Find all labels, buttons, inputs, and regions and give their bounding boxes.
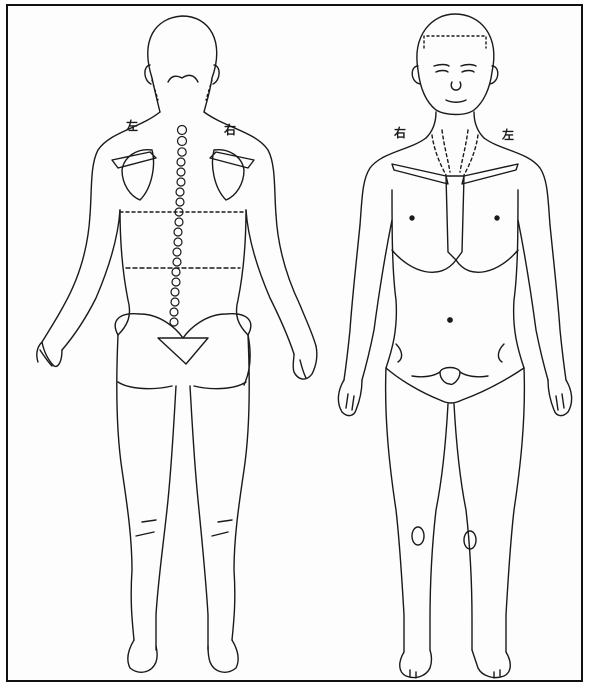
back-right-foot xyxy=(208,640,238,672)
front-sternum xyxy=(446,176,464,260)
front-neck-dashed-inner xyxy=(442,130,468,172)
spine-point xyxy=(178,137,187,146)
spine-point xyxy=(171,288,179,296)
spine-point xyxy=(178,126,187,135)
back-right-hand xyxy=(293,346,317,379)
spine-point xyxy=(174,228,182,236)
front-right-side-label: 左 xyxy=(502,126,514,143)
front-right-eye xyxy=(462,71,474,73)
front-left-leg-outer xyxy=(386,368,404,652)
back-right-clavicle-bar xyxy=(210,152,254,168)
front-left-eye xyxy=(436,71,448,73)
front-left-arm-inner xyxy=(362,220,392,380)
back-gluteal-fold-right xyxy=(194,382,246,389)
back-right-knee-crease xyxy=(212,520,232,536)
spine-point xyxy=(173,248,181,256)
back-right-leg-outer xyxy=(232,335,249,640)
back-sacrum xyxy=(158,338,208,364)
back-right-arm-inner xyxy=(246,210,294,354)
front-left-foot xyxy=(400,650,432,678)
front-right-arm-inner xyxy=(518,220,548,380)
spine-point xyxy=(175,218,183,226)
back-right-arm-outer xyxy=(276,215,316,346)
front-right-arm-outer xyxy=(550,225,566,380)
front-left-kneecap xyxy=(412,527,424,545)
spine-point xyxy=(176,188,184,196)
front-left-hip-mark xyxy=(396,344,402,362)
spine-point xyxy=(170,308,178,316)
front-neck-right xyxy=(474,112,484,138)
spine-point xyxy=(173,258,181,266)
front-left-clavicle xyxy=(392,164,448,184)
front-hairline-dotted xyxy=(424,36,486,48)
back-left-shoulder xyxy=(90,112,160,215)
front-left-torso xyxy=(386,190,396,368)
back-left-waist xyxy=(118,210,130,335)
back-head xyxy=(148,16,217,112)
front-groin-right xyxy=(460,372,488,377)
front-right-nipple xyxy=(495,216,499,220)
back-hairline xyxy=(168,75,198,82)
back-left-clavicle-bar xyxy=(112,152,156,168)
front-right-hip-mark xyxy=(498,344,504,362)
back-right-leg-inner xyxy=(190,386,208,650)
front-head xyxy=(417,14,494,115)
front-right-torso xyxy=(514,190,524,368)
back-right-waist xyxy=(236,210,248,335)
back-left-arm-outer xyxy=(42,215,90,342)
front-right-leg-outer xyxy=(506,368,524,652)
back-gluteal-fold-left xyxy=(118,382,172,389)
back-right-side-label: 右 xyxy=(224,121,236,138)
front-mouth xyxy=(446,100,466,102)
back-left-arm-inner xyxy=(62,210,120,350)
front-right-shoulder xyxy=(484,138,550,225)
front-view-figure xyxy=(338,14,571,678)
front-pubic-arc xyxy=(386,368,524,403)
front-left-shoulder xyxy=(360,138,426,225)
front-navel xyxy=(448,318,452,322)
spine-points xyxy=(170,126,187,327)
back-left-foot xyxy=(128,640,157,672)
front-right-foot xyxy=(472,650,510,678)
spine-point xyxy=(177,158,185,166)
back-left-hand xyxy=(37,342,62,366)
spine-point xyxy=(172,278,180,286)
front-left-leg-inner xyxy=(430,404,448,650)
spine-point xyxy=(178,148,186,156)
front-rib-cage xyxy=(392,250,518,272)
spine-point xyxy=(170,318,178,326)
back-right-shoulder xyxy=(204,112,276,215)
front-left-arm-outer xyxy=(344,225,360,380)
spine-point xyxy=(177,178,185,186)
front-right-hand xyxy=(548,380,572,416)
back-left-leg-inner xyxy=(156,386,176,650)
front-left-side-label: 右 xyxy=(394,124,406,141)
front-right-leg-inner xyxy=(454,404,472,650)
front-left-brow xyxy=(434,65,449,67)
front-left-hand xyxy=(338,380,362,416)
front-groin-left xyxy=(412,372,440,377)
back-left-side-label: 左 xyxy=(126,117,138,134)
spine-point xyxy=(172,268,180,276)
front-left-nipple xyxy=(410,216,414,220)
front-right-brow xyxy=(461,65,476,67)
front-genital xyxy=(440,368,460,385)
spine-point xyxy=(174,238,182,246)
back-left-ear xyxy=(145,65,151,84)
spine-point xyxy=(171,298,179,306)
spine-point xyxy=(176,198,184,206)
back-left-knee-crease xyxy=(136,520,156,536)
front-neck-dashed-left xyxy=(432,135,446,175)
front-right-clavicle xyxy=(462,164,518,184)
back-view-figure xyxy=(37,16,317,672)
front-nose xyxy=(451,82,461,90)
front-neck-dashed-right xyxy=(464,135,478,175)
back-left-leg-outer xyxy=(117,335,134,640)
front-neck-left xyxy=(426,112,436,138)
spine-point xyxy=(177,168,185,176)
back-buttocks xyxy=(115,314,251,385)
